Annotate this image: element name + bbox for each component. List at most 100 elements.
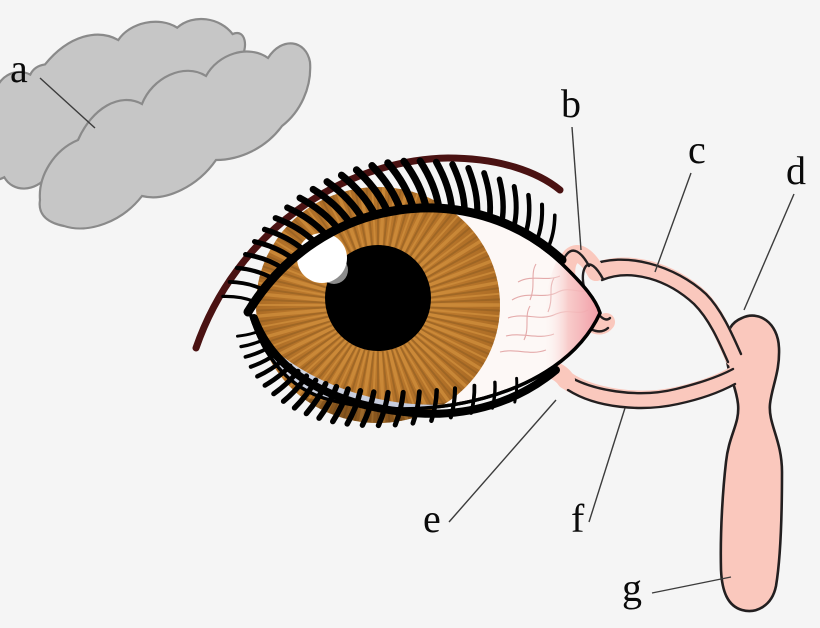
eyelash [449, 161, 468, 215]
corneal-highlight-secondary [320, 256, 348, 284]
leader-line-f [588, 407, 626, 523]
iris-striation [256, 315, 335, 342]
iris-striation [407, 210, 463, 272]
eyelash [280, 373, 310, 404]
iris-striation [419, 327, 490, 368]
label-c: c [688, 127, 706, 172]
eyelash [291, 377, 319, 411]
eyelash [239, 337, 267, 349]
eyelash [368, 162, 405, 214]
inferior-canaliculus-edge-bottom [566, 382, 737, 410]
iris-striation [425, 292, 500, 302]
iris-striation [399, 346, 438, 416]
iris-striation [418, 242, 490, 283]
iris-striation [303, 341, 352, 407]
iris-striation [411, 338, 467, 396]
inferior-canaliculus-fill [557, 367, 742, 409]
iris-striation [256, 314, 333, 336]
label-b: b [561, 81, 581, 126]
iris-striation [358, 348, 374, 423]
upper-eyelashes [221, 157, 557, 304]
iris-striation [423, 286, 500, 300]
eyelash [469, 383, 477, 415]
iris-striation [256, 263, 334, 291]
eyelash [359, 389, 377, 428]
iris-striation [419, 252, 495, 288]
eyelash [227, 280, 266, 292]
iris-striation [381, 187, 392, 258]
eyelash [316, 383, 340, 421]
iris-striation [340, 347, 366, 423]
label-e: e [423, 496, 441, 541]
lower-eyelid [235, 314, 560, 429]
eyelash [330, 386, 351, 425]
leader-line-g [651, 576, 732, 594]
iris-striation [402, 341, 448, 411]
eyelash [496, 176, 506, 225]
iris-striation [415, 236, 487, 283]
eyelash [352, 166, 392, 216]
iris-striation [312, 345, 356, 414]
eyelash [448, 386, 458, 420]
iris-striation [329, 348, 361, 421]
iris-striation [407, 206, 458, 269]
iris-striation [387, 187, 410, 260]
leader-lines [39, 77, 795, 594]
iris-striation [416, 330, 483, 378]
eyelash [481, 170, 494, 221]
eyelash [523, 192, 532, 236]
eyelash [262, 363, 293, 388]
eyelash [416, 157, 443, 212]
iris-striation [426, 308, 500, 318]
iris-striation [414, 227, 480, 278]
upper-lid-crease [192, 154, 564, 352]
eyelash [490, 380, 497, 410]
superior-canaliculus-fill [587, 257, 743, 367]
eyelash [337, 171, 379, 219]
iris-striation [425, 279, 500, 298]
iris-striation [415, 327, 487, 374]
lacrimal-gland-lobes [38, 42, 312, 230]
iris-striation [381, 350, 392, 423]
superior-canaliculus-edge-top [587, 258, 743, 356]
eyelash [261, 226, 307, 253]
iris-striation [256, 313, 331, 330]
iris-striation [404, 202, 454, 269]
iris-striation [410, 214, 467, 273]
iris-striation [256, 307, 331, 319]
eyelash [546, 213, 557, 250]
iris-striation [424, 312, 500, 331]
iris-striation [404, 342, 454, 408]
eyelash [511, 184, 519, 230]
iris-striation [421, 269, 500, 294]
eyelash [309, 185, 354, 227]
eyelash [432, 158, 456, 213]
iris-striation [415, 333, 480, 383]
iris-striation [256, 268, 335, 295]
iris-striation [411, 335, 472, 392]
iris-striation [256, 298, 331, 304]
iris-striation [425, 306, 500, 312]
iris-striation [421, 316, 500, 341]
iris-striation [412, 333, 476, 388]
iris-striation [422, 321, 498, 353]
iris-striation [423, 274, 500, 296]
upper-eyelid [192, 154, 567, 352]
iris-striation [417, 232, 483, 279]
eyelash [392, 389, 406, 428]
eyelash [243, 344, 273, 359]
iris-striation [419, 325, 493, 363]
leader-line-e [448, 399, 557, 523]
pupil [325, 245, 431, 351]
eyelash [221, 294, 257, 304]
eyelash [234, 265, 275, 281]
eyelash [235, 329, 262, 338]
iris-striation [421, 257, 498, 290]
leader-line-a [39, 77, 96, 129]
iris-striation [407, 338, 463, 400]
eyelash [323, 178, 367, 223]
lower-eyelashes [235, 329, 519, 429]
iris-striation [425, 315, 500, 336]
label-d: d [786, 148, 806, 193]
